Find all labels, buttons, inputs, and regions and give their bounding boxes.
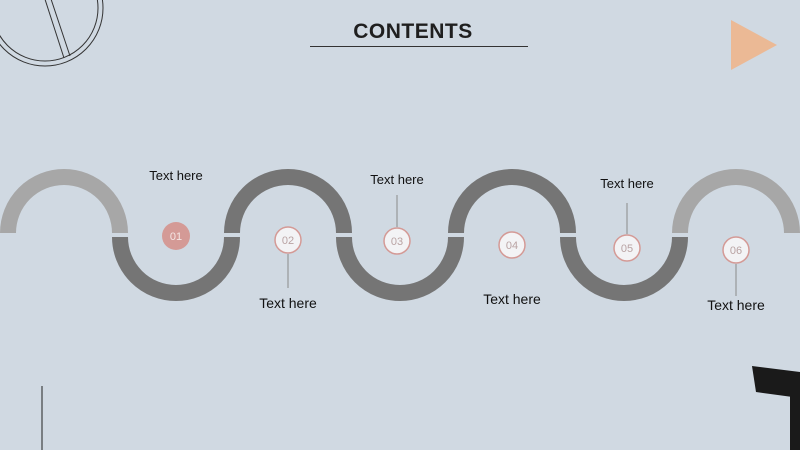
step-label: Text here <box>707 297 765 313</box>
decorative-dark-shape <box>752 366 800 450</box>
page-title: CONTENTS <box>353 20 473 43</box>
step-marker <box>162 222 190 250</box>
step-marker <box>498 231 526 259</box>
lower-arc <box>336 236 464 301</box>
step-number: 02 <box>282 235 294 247</box>
step-label: Text here <box>600 176 654 191</box>
step-marker <box>383 227 411 255</box>
lower-arc <box>112 236 240 301</box>
step-marker <box>274 226 302 254</box>
step-marker <box>613 234 641 262</box>
step-number: 06 <box>730 245 742 257</box>
upper-arc <box>448 169 576 234</box>
upper-arc <box>0 169 128 234</box>
lower-arc <box>560 236 688 301</box>
step-label: Text here <box>149 168 203 183</box>
decorative-circle-outline <box>0 0 104 67</box>
upper-arc <box>672 169 800 234</box>
step-number: 04 <box>506 240 518 252</box>
step-label: Text here <box>370 172 424 187</box>
step-label: Text here <box>259 295 317 311</box>
step-marker <box>722 236 750 264</box>
step-number: 01 <box>170 231 182 243</box>
title-underline <box>310 46 528 47</box>
upper-arc <box>224 169 352 234</box>
step-label: Text here <box>483 291 541 307</box>
decorative-triangle <box>731 20 777 70</box>
step-number: 03 <box>391 236 403 248</box>
step-number: 05 <box>621 243 633 255</box>
